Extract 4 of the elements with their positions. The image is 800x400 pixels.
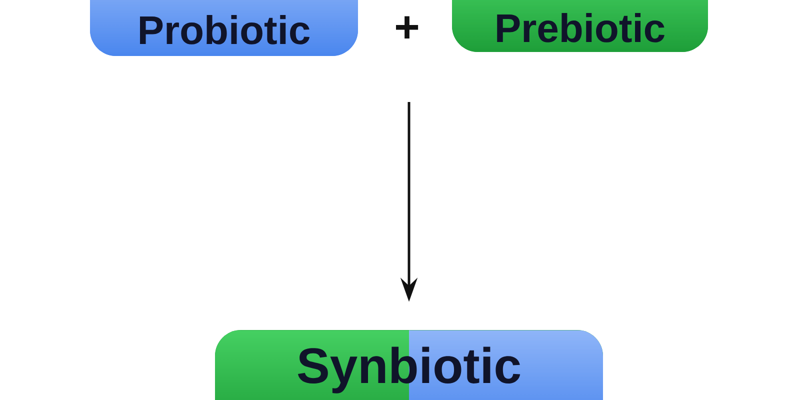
rounded-box: Synbiotic [215,330,603,400]
rounded-box: Prebiotic [452,0,708,52]
plus-sign: + [396,16,418,39]
rounded-box: Probiotic [90,0,358,56]
